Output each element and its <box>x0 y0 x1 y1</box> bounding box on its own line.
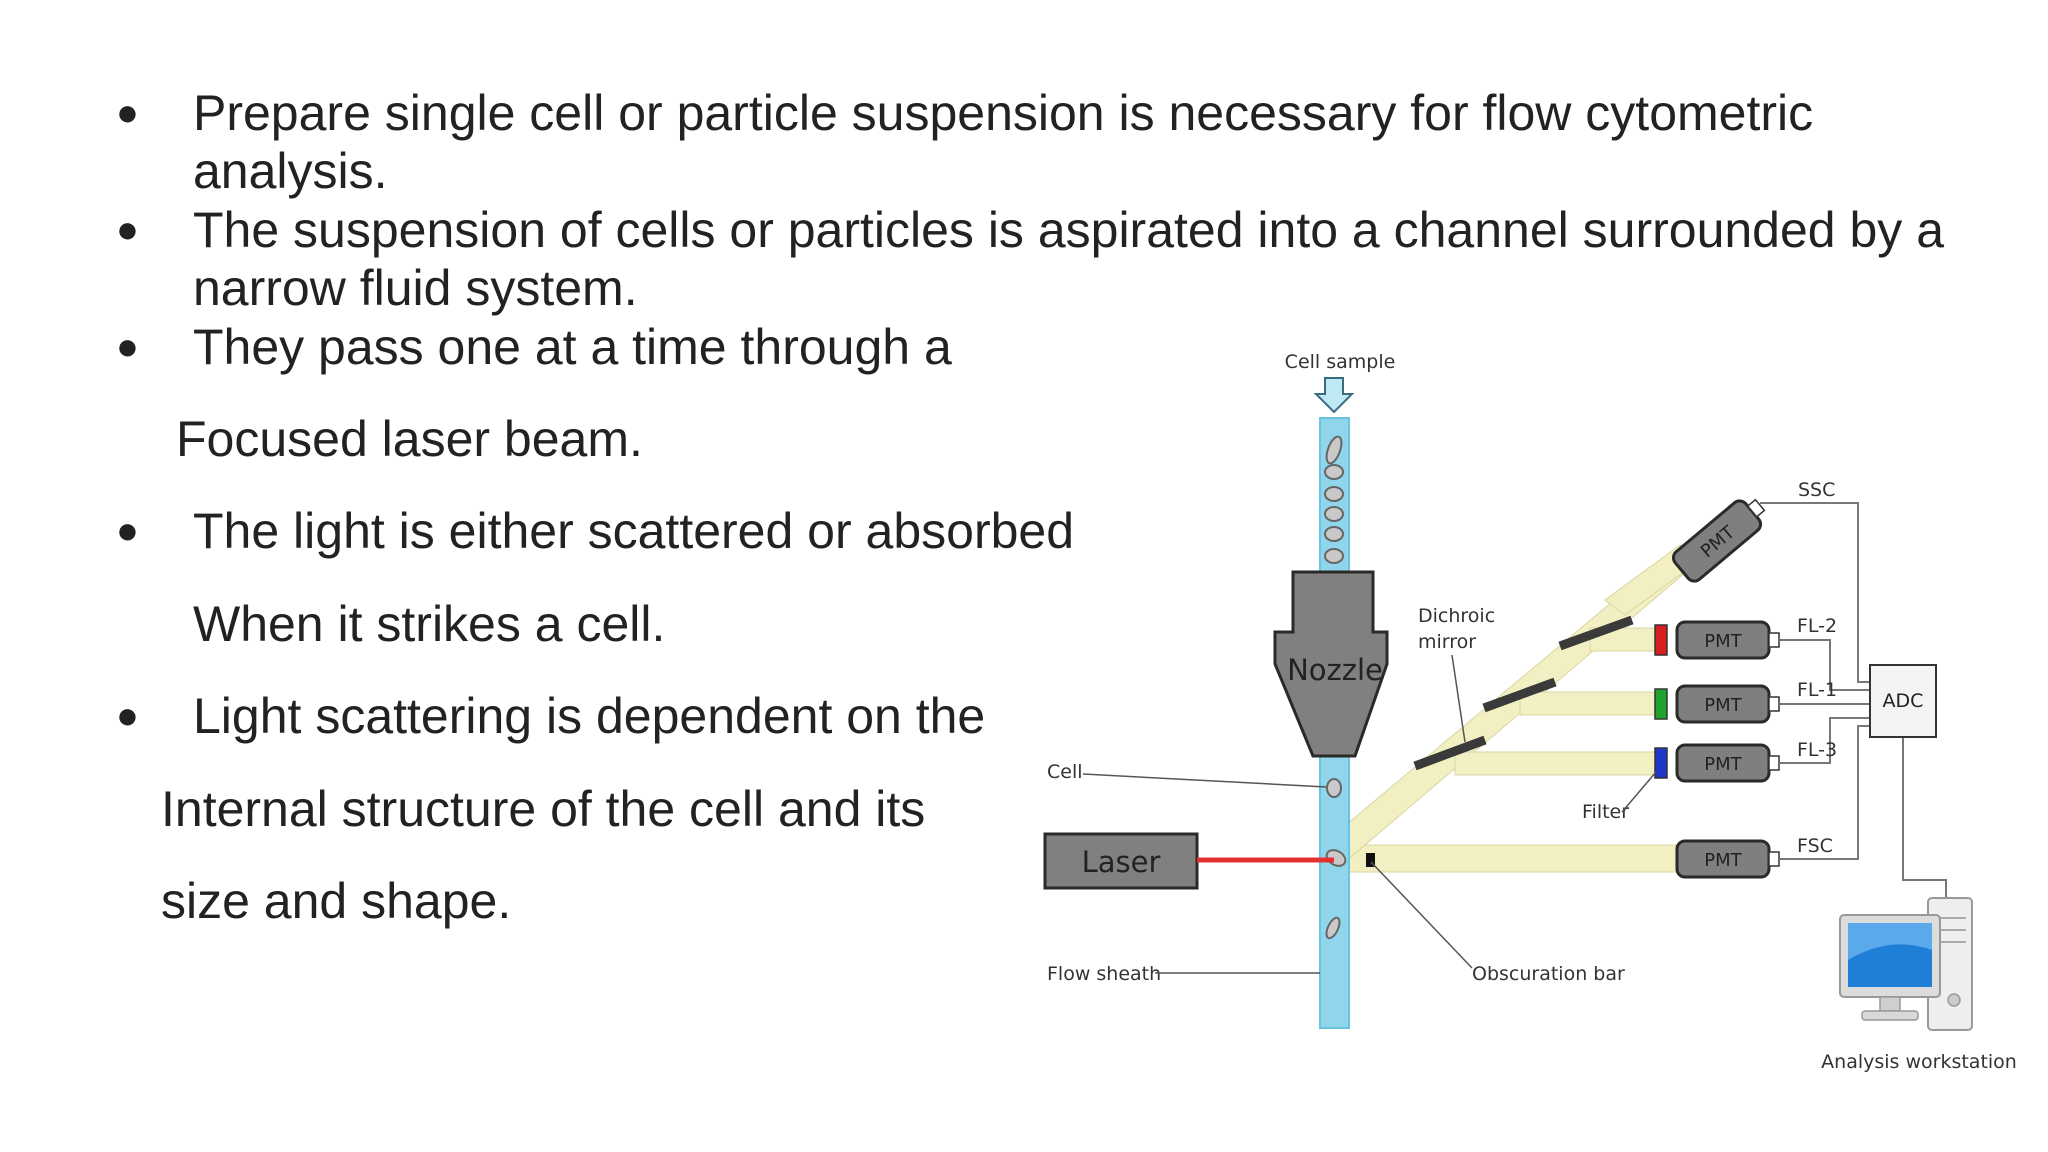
obscuration-bar-label: Obscuration bar <box>1472 963 1625 985</box>
nozzle-icon <box>1273 570 1389 758</box>
dichroic-mirrors <box>1413 615 1634 771</box>
wire-ssc <box>1760 502 1870 683</box>
dichroic-mirror-leader <box>1451 654 1466 743</box>
fl3-label: FL-3 <box>1797 739 1837 761</box>
dichroic-mirror-label: mirror <box>1418 631 1476 653</box>
filter-blue <box>1654 747 1668 779</box>
bullet-text: They pass one at a time through a <box>193 319 952 375</box>
obscuration-bar-leader <box>1370 861 1473 969</box>
cell-icon <box>1324 486 1344 502</box>
bullet-icon: ● <box>116 510 139 552</box>
cells-in-stream <box>1324 435 1347 940</box>
bullet-text: The light is either scattered or absorbe… <box>193 503 1075 559</box>
nozzle-label: Nozzle <box>1287 653 1383 687</box>
forward-scatter-beam <box>1337 844 1679 873</box>
wire-fl3 <box>1779 717 1870 764</box>
dichroic-mirror <box>1558 615 1634 651</box>
pmt-label: PMT <box>1704 850 1742 871</box>
fl1-beam <box>1519 691 1661 716</box>
cell-leader <box>1082 773 1327 788</box>
cell-label: Cell <box>1047 761 1083 783</box>
pmt-ssc: PMT <box>1671 498 1766 583</box>
bullet-text: narrow fluid system. <box>193 260 638 316</box>
bullet-icon: ● <box>116 92 139 134</box>
filter-green <box>1654 688 1668 720</box>
cell-icon <box>1324 464 1344 480</box>
light-beams <box>1321 544 1701 873</box>
pmt-label: PMT <box>1704 754 1742 775</box>
wire-fl2 <box>1779 639 1870 691</box>
ssc-label: SSC <box>1798 479 1835 501</box>
wire-workstation <box>1902 738 1947 900</box>
adc-label: ADC <box>1883 690 1924 712</box>
wire-fsc <box>1779 725 1870 860</box>
bullet-text: The suspension of cells or particles is … <box>193 202 1945 258</box>
cell-icon <box>1324 526 1344 542</box>
analysis-workstation-label: Analysis workstation <box>1821 1051 2017 1073</box>
cell-icon <box>1325 916 1341 940</box>
pmt-label: PMT <box>1704 631 1742 652</box>
filter-leader <box>1621 771 1657 813</box>
cell-icon <box>1326 778 1342 798</box>
bullet-icon: ● <box>116 209 139 251</box>
cell-sample-label: Cell sample <box>1285 351 1396 373</box>
filter-red <box>1654 624 1668 656</box>
fl3-beam <box>1454 751 1661 776</box>
dichroic-mirror <box>1482 677 1557 713</box>
signal-wires <box>1760 502 1947 900</box>
fl2-label: FL-2 <box>1797 615 1837 637</box>
bullet-icon: ● <box>116 695 139 737</box>
fl1-label: FL-1 <box>1797 679 1837 701</box>
computer-icon <box>1839 897 1973 1031</box>
bullet-icon: ● <box>116 326 139 368</box>
adc-box <box>1869 664 1937 738</box>
bullet-text: size and shape. <box>161 873 512 929</box>
laser-label: Laser <box>1082 845 1161 879</box>
bullet-text: Internal structure of the cell and its <box>161 781 926 837</box>
obscuration-bar <box>1366 853 1375 867</box>
cell-icon <box>1325 435 1343 465</box>
bullet-text: Prepare single cell or particle suspensi… <box>193 85 1814 141</box>
flow-sheath-label: Flow sheath <box>1047 963 1161 985</box>
bullet-text: Light scattering is dependent on the <box>193 688 986 744</box>
pmt-fl3: PMT <box>1675 743 1780 783</box>
down-arrow-icon <box>1313 377 1355 414</box>
pmt-fsc: PMT <box>1675 839 1780 879</box>
pmt-label: PMT <box>1704 695 1742 716</box>
filter-label: Filter <box>1582 801 1629 823</box>
cell-icon <box>1324 548 1344 564</box>
bullet-text: analysis. <box>193 143 388 199</box>
cell-icon <box>1324 506 1344 522</box>
dichroic-mirror-label: Dichroic <box>1418 605 1495 627</box>
pmt-fl2: PMT <box>1675 620 1780 660</box>
dichroic-mirror <box>1413 735 1487 771</box>
bullet-text: Focused laser beam. <box>176 411 643 467</box>
pmt-fl1: PMT <box>1675 684 1780 724</box>
fsc-label: FSC <box>1797 835 1833 857</box>
bullet-text: When it strikes a cell. <box>193 596 666 652</box>
